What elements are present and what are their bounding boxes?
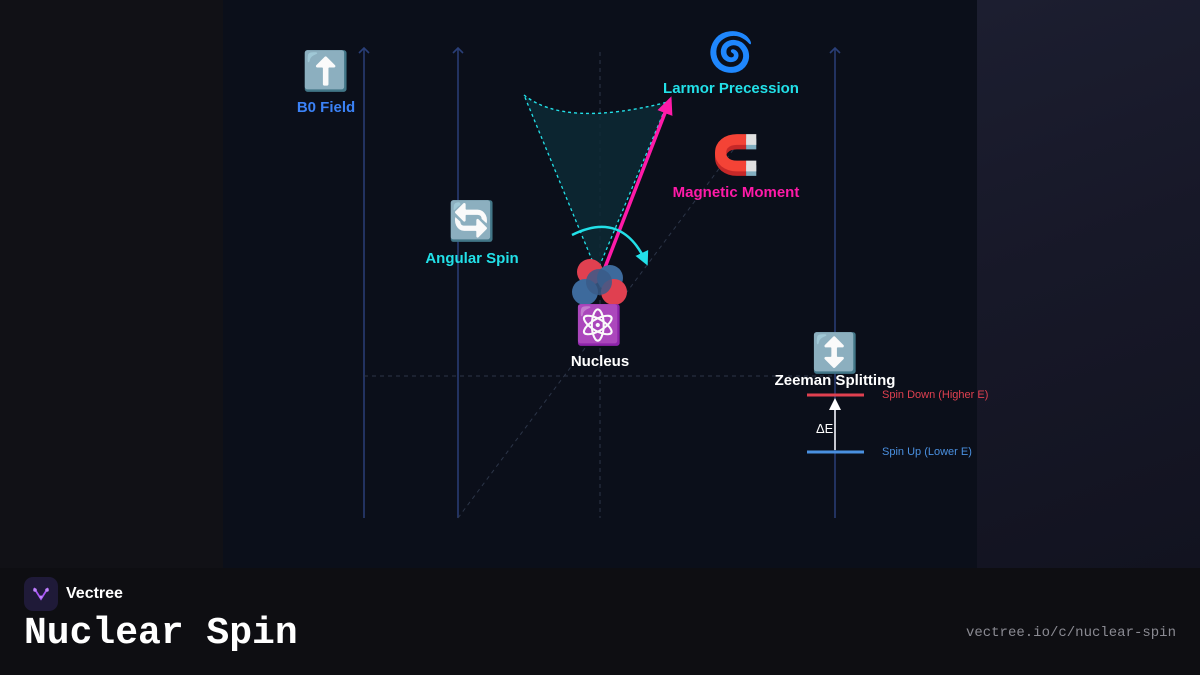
zeeman-splitting-label: Zeeman Splitting [774, 372, 896, 389]
cone-edge [596, 101, 669, 273]
brand-name: Vectree [66, 585, 123, 602]
spin-diagram [358, 46, 864, 519]
source-url[interactable]: vectree.io/c/nuclear-spin [965, 625, 1176, 641]
axis-diagonal [457, 137, 743, 519]
magnet-icon: 🧲 [712, 133, 760, 177]
angular-spin-label: Angular Spin [425, 250, 519, 267]
spin-up-label: Spin Up (Lower E) [882, 446, 972, 458]
up-down-arrow-icon: ↕️ [811, 331, 859, 375]
nucleus-label: Nucleus [570, 353, 630, 370]
background-gradient [977, 0, 1200, 568]
rotate-arrows-icon: 🔄 [448, 199, 496, 243]
footer-bar [0, 568, 1200, 675]
delta-e-label: ΔE [816, 421, 834, 436]
cone-edge [523, 94, 598, 273]
b0-field-label: B0 Field [296, 99, 356, 116]
precession-cone [524, 95, 668, 272]
page-title: Nuclear Spin [24, 612, 298, 655]
vectree-logo-icon [24, 577, 58, 611]
precession-orbit [523, 94, 669, 115]
brand: Vectree [24, 577, 123, 611]
cyclone-icon: 🌀 [707, 30, 755, 74]
angular-spin-arrow [571, 225, 649, 266]
larmor-precession-label: Larmor Precession [663, 80, 799, 97]
nucleon-overlap [586, 269, 612, 295]
magnetic-moment-label: Magnetic Moment [672, 184, 800, 201]
spin-down-label: Spin Down (Higher E) [882, 389, 989, 401]
atom-icon: ⚛️ [575, 303, 623, 347]
magnetic-moment-arrow [602, 96, 673, 271]
arrow-up-icon: ⬆️ [302, 49, 350, 93]
